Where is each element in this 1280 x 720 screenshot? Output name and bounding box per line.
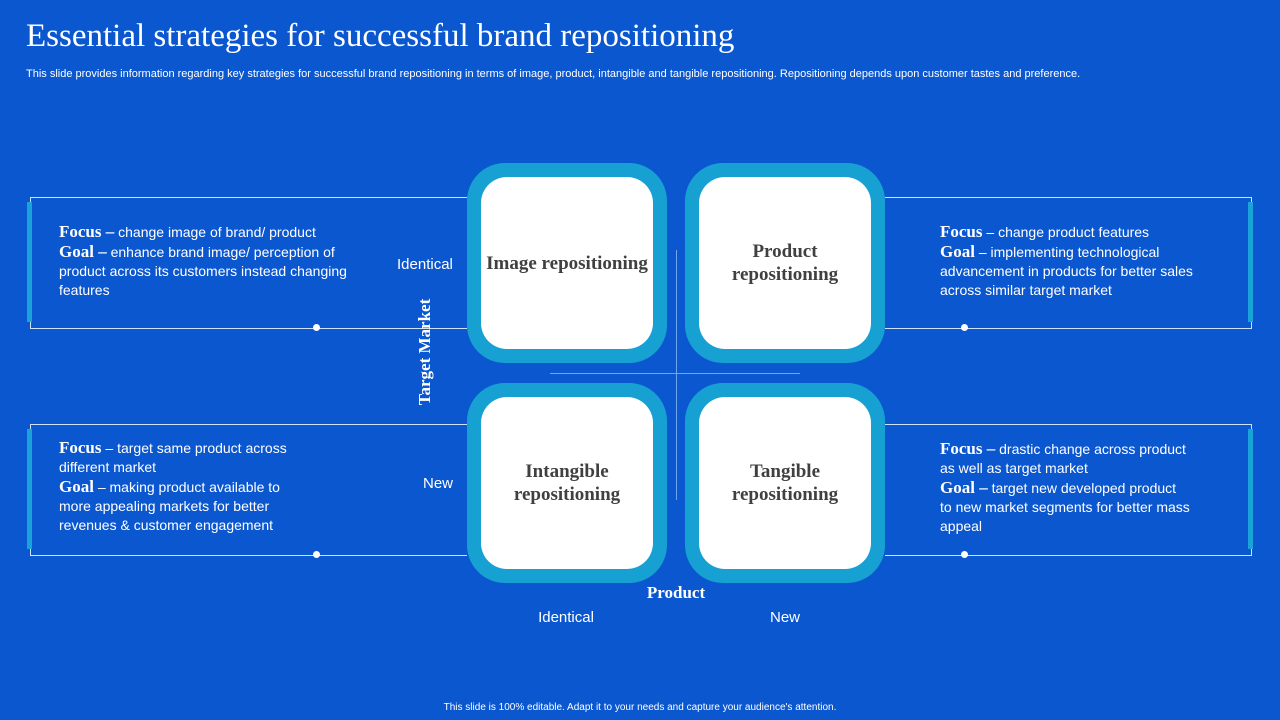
quadrant-tangible-repositioning: Tangible repositioning <box>685 383 885 583</box>
info-box-bottom-left-text: Focus – target same product across diffe… <box>59 438 309 535</box>
info-box-top-left-text: Focus – change image of brand/ product G… <box>59 222 349 300</box>
footer-note: This slide is 100% editable. Adapt it to… <box>443 702 837 713</box>
x-axis-title: Product <box>646 583 706 602</box>
info-box-top-right-text: Focus – change product features Goal – i… <box>940 222 1230 300</box>
connector-dot <box>961 324 968 331</box>
matrix-divider-vertical <box>676 250 677 500</box>
goal-text: enhance brand image/ perception of produ… <box>59 244 347 298</box>
quadrant-product-repositioning: Product repositioning <box>685 163 885 363</box>
goal-text: target new developed product to new mark… <box>940 480 1190 534</box>
focus-label: Focus – <box>59 222 115 241</box>
connector-dot <box>313 551 320 558</box>
info-box-bottom-right <box>885 424 1252 556</box>
connector-dot <box>961 551 968 558</box>
y-axis-bottom-label: New <box>423 475 454 492</box>
focus-text: change image of brand/ product <box>114 224 316 240</box>
goal-label: Goal – <box>940 478 988 497</box>
goal-label: Goal – <box>59 242 107 261</box>
accent-bar <box>27 429 32 549</box>
accent-bar <box>1248 429 1253 549</box>
quadrant-label: Intangible repositioning <box>481 397 653 569</box>
info-box-bottom-right-text: Focus – drastic change across product as… <box>940 439 1190 536</box>
info-box-bottom-left <box>30 424 467 556</box>
quadrant-label: Product repositioning <box>699 177 871 349</box>
page-title: Essential strategies for successful bran… <box>26 18 735 54</box>
connector-dot <box>313 324 320 331</box>
focus-text: – change product features <box>982 224 1150 240</box>
quadrant-intangible-repositioning: Intangible repositioning <box>467 383 667 583</box>
y-axis-top-label: Identical <box>397 256 453 273</box>
goal-text: – making product available to more appea… <box>59 479 280 533</box>
goal-text: – implementing technological advancement… <box>940 244 1193 298</box>
focus-label: Focus <box>59 438 102 457</box>
focus-label: Focus <box>940 222 983 241</box>
x-axis-right-label: New <box>769 609 800 626</box>
x-axis-left-label: Identical <box>538 609 594 626</box>
goal-label: Goal <box>59 477 94 496</box>
y-axis-title: Target Market <box>415 298 434 406</box>
quadrant-image-repositioning: Image repositioning <box>467 163 667 363</box>
quadrant-label: Image repositioning <box>481 177 653 349</box>
accent-bar <box>27 202 32 322</box>
matrix-divider-horizontal <box>550 373 800 374</box>
quadrant-label: Tangible repositioning <box>699 397 871 569</box>
accent-bar <box>1248 202 1253 322</box>
goal-label: Goal <box>940 242 975 261</box>
focus-label: Focus – <box>940 439 996 458</box>
info-box-top-left <box>30 197 467 329</box>
focus-text: – target same product across different m… <box>59 440 287 475</box>
focus-text: drastic change across product as well as… <box>940 441 1186 476</box>
page-subtitle: This slide provides information regardin… <box>26 68 1081 80</box>
info-box-top-right <box>885 197 1252 329</box>
